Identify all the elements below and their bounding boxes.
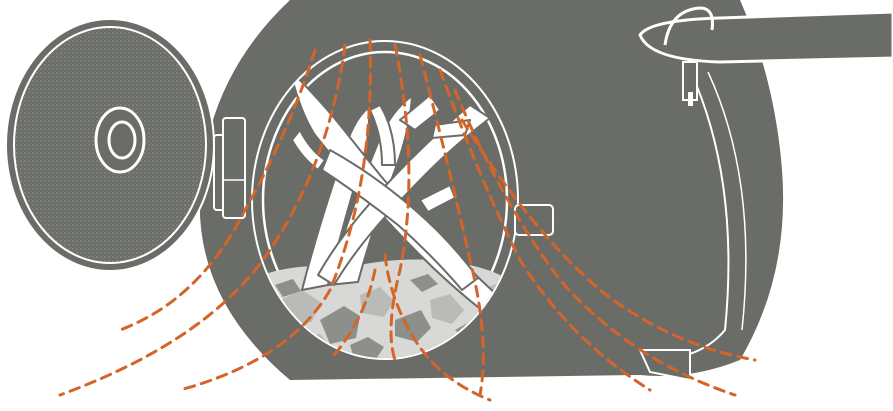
- firebox-door-icon: [6, 19, 214, 271]
